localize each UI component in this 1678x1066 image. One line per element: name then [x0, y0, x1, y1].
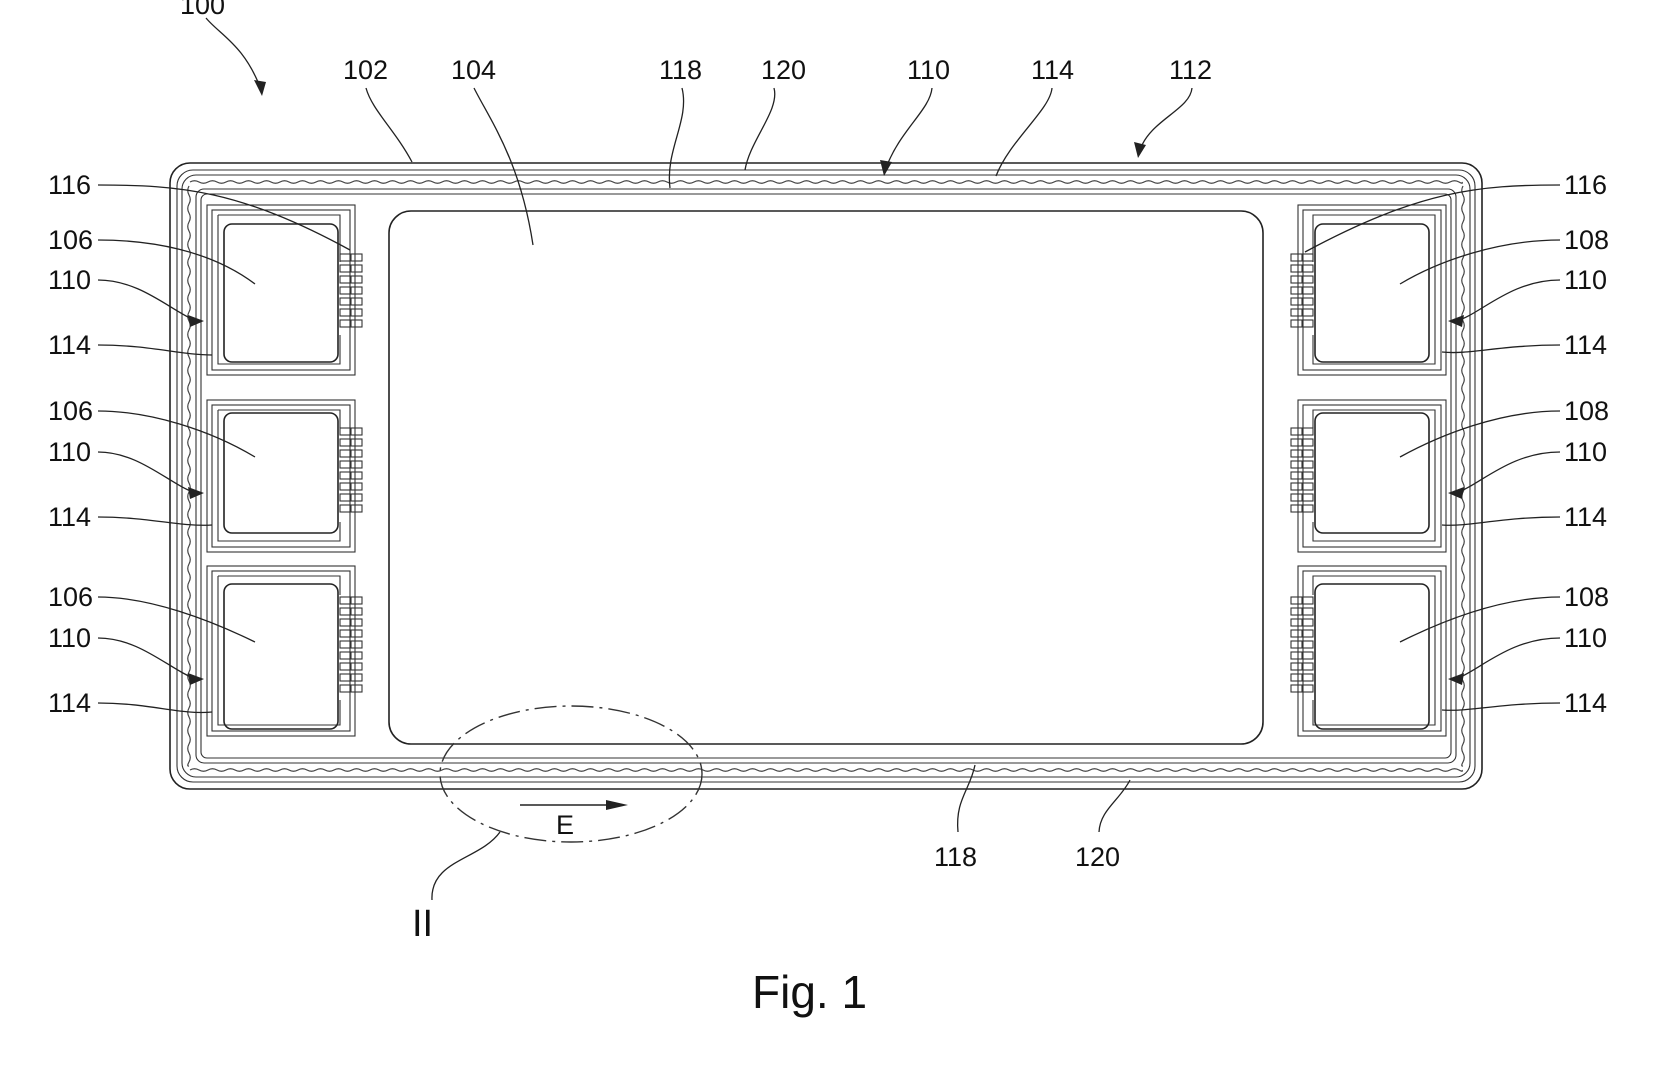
- label-114-left-2: 114: [48, 502, 91, 532]
- label-114-left-1: 114: [48, 330, 91, 360]
- figure-caption: Fig. 1: [752, 966, 867, 1018]
- label-100: 100: [180, 0, 225, 20]
- label-110-top: 110: [907, 55, 950, 85]
- right-component-bottom: [1298, 566, 1446, 736]
- leader-lines: [98, 18, 1560, 900]
- label-114-right-2: 114: [1564, 502, 1607, 532]
- label-114-top: 114: [1031, 55, 1074, 85]
- label-108-3: 108: [1564, 582, 1609, 612]
- label-110-right-1: 110: [1564, 265, 1607, 295]
- left-component-middle: [207, 400, 355, 552]
- connector-pins: [340, 254, 1313, 692]
- label-110-right-2: 110: [1564, 437, 1607, 467]
- direction-arrow: [520, 800, 628, 810]
- label-104: 104: [451, 55, 496, 85]
- label-106-2: 106: [48, 396, 93, 426]
- label-106-3: 106: [48, 582, 93, 612]
- label-110-right-3: 110: [1564, 623, 1607, 653]
- substrate-outline: [170, 163, 1482, 789]
- direction-label: E: [556, 810, 574, 840]
- label-110-left-3: 110: [48, 623, 91, 653]
- label-116-right: 116: [1564, 170, 1607, 200]
- label-112: 112: [1169, 55, 1212, 85]
- left-component-bottom: [207, 566, 355, 736]
- display-area: [389, 211, 1263, 744]
- detail-label: II: [412, 903, 433, 945]
- sealing-band: [188, 181, 1465, 772]
- label-110-left-1: 110: [48, 265, 91, 295]
- reference-labels: 100 102 104 118 120 110 114 112 116 106 …: [48, 0, 1609, 1018]
- label-102: 102: [343, 55, 388, 85]
- label-108-1: 108: [1564, 225, 1609, 255]
- label-114-left-3: 114: [48, 688, 91, 718]
- right-component-middle: [1298, 400, 1446, 552]
- label-120-bottom: 120: [1075, 842, 1120, 872]
- label-118-bottom: 118: [934, 842, 977, 872]
- label-116-left: 116: [48, 170, 91, 200]
- label-110-left-2: 110: [48, 437, 91, 467]
- label-114-right-3: 114: [1564, 688, 1607, 718]
- label-118-top: 118: [659, 55, 702, 85]
- label-108-2: 108: [1564, 396, 1609, 426]
- label-106-1: 106: [48, 225, 93, 255]
- label-120-top: 120: [761, 55, 806, 85]
- right-component-top: [1298, 205, 1446, 375]
- left-component-top: [207, 205, 355, 375]
- label-114-right-1: 114: [1564, 330, 1607, 360]
